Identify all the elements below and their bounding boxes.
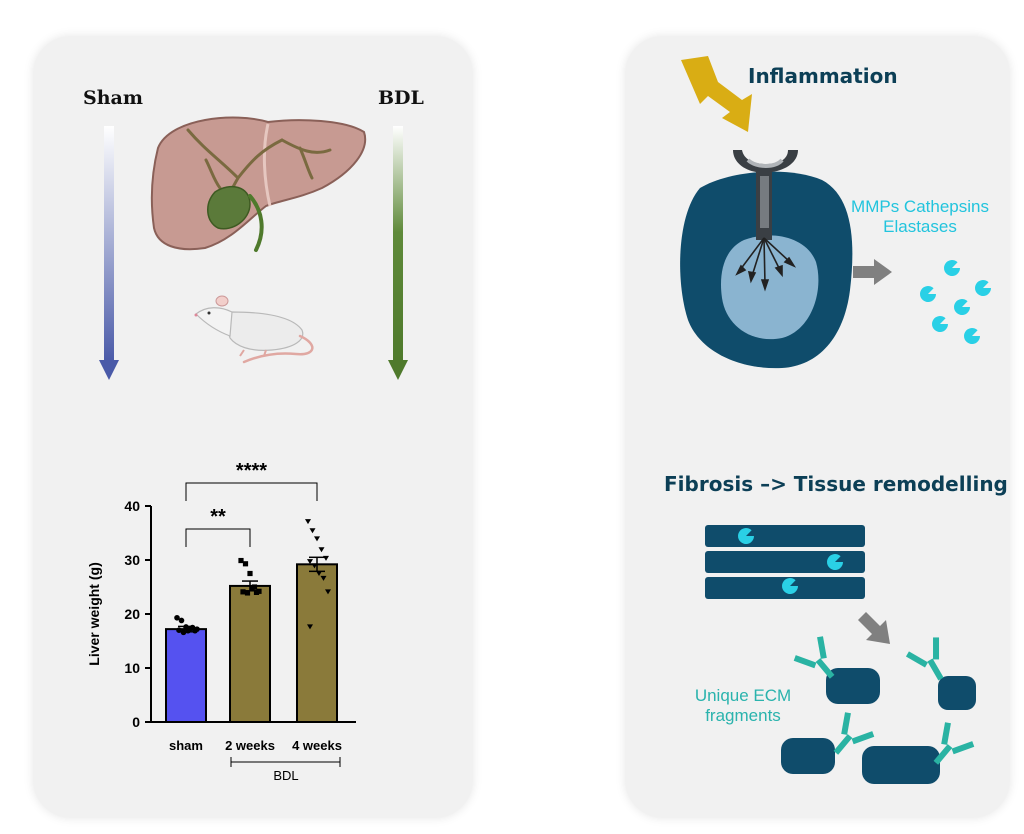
chart-error-bars [178, 556, 325, 633]
release-arrow-icon [853, 259, 892, 285]
cell-icon [680, 171, 853, 369]
antibody-icons [793, 636, 975, 765]
inflammation-title: Inflammation [748, 64, 898, 88]
sham-label: Sham [83, 87, 143, 109]
y-tick-label: 40 [124, 498, 140, 514]
data-point [307, 559, 313, 565]
data-point [318, 547, 325, 553]
data-point [253, 589, 260, 595]
significance-bracket [185, 528, 251, 547]
fibrosis-title: Fibrosis –> Tissue remodelling [664, 472, 1008, 496]
data-point [174, 614, 180, 621]
data-point [305, 519, 311, 525]
x-tick-label: sham [169, 738, 203, 753]
data-point [249, 586, 255, 592]
data-point [314, 536, 320, 542]
significance-label: **** [236, 460, 267, 482]
y-tick-label: 10 [124, 660, 140, 676]
data-point [238, 557, 244, 564]
y-tick-label: 0 [132, 714, 140, 730]
y-tick-label: 20 [124, 606, 140, 622]
liver-icon [150, 116, 367, 252]
bdl-arrow [388, 126, 408, 380]
data-point [178, 617, 185, 624]
y-axis-label: Liver weight (g) [86, 562, 102, 665]
enzyme-icons [919, 260, 991, 345]
ecm-fibers-icon [705, 525, 865, 599]
data-point [240, 589, 246, 595]
y-tick-label: 30 [124, 552, 140, 568]
sham-arrow [99, 126, 119, 380]
lightning-icon [681, 56, 752, 132]
x-tick-label: 4 weeks [292, 738, 342, 753]
significance-brackets: ****** [185, 460, 318, 547]
data-point [311, 563, 318, 569]
data-point [247, 570, 253, 577]
significance-bracket [185, 482, 318, 501]
ecm-fragments-icon [781, 668, 976, 784]
bdl-label: BDL [378, 87, 424, 109]
significance-label: ** [210, 506, 226, 528]
y-ticks: 0 10 20 30 40 [124, 498, 151, 730]
chart-points [174, 519, 331, 636]
mmps-label: MMPs Cathepsins Elastases [851, 197, 989, 236]
data-point [307, 624, 313, 630]
x-tick-label: 2 weeks [225, 738, 275, 753]
data-point [325, 589, 331, 595]
x-ticks: sham 2 weeks 4 weeks [169, 738, 342, 753]
receptor-icon [733, 150, 798, 292]
degradation-arrow-icon [858, 612, 890, 644]
group-label: BDL [273, 768, 298, 783]
data-point [244, 590, 251, 596]
data-point [316, 570, 322, 576]
data-point [242, 561, 249, 567]
data-point [194, 626, 200, 632]
data-point [309, 528, 316, 534]
rat-icon [194, 295, 314, 364]
data-point [320, 575, 327, 581]
ecm-fragments-label: Unique ECM fragments [694, 686, 792, 725]
